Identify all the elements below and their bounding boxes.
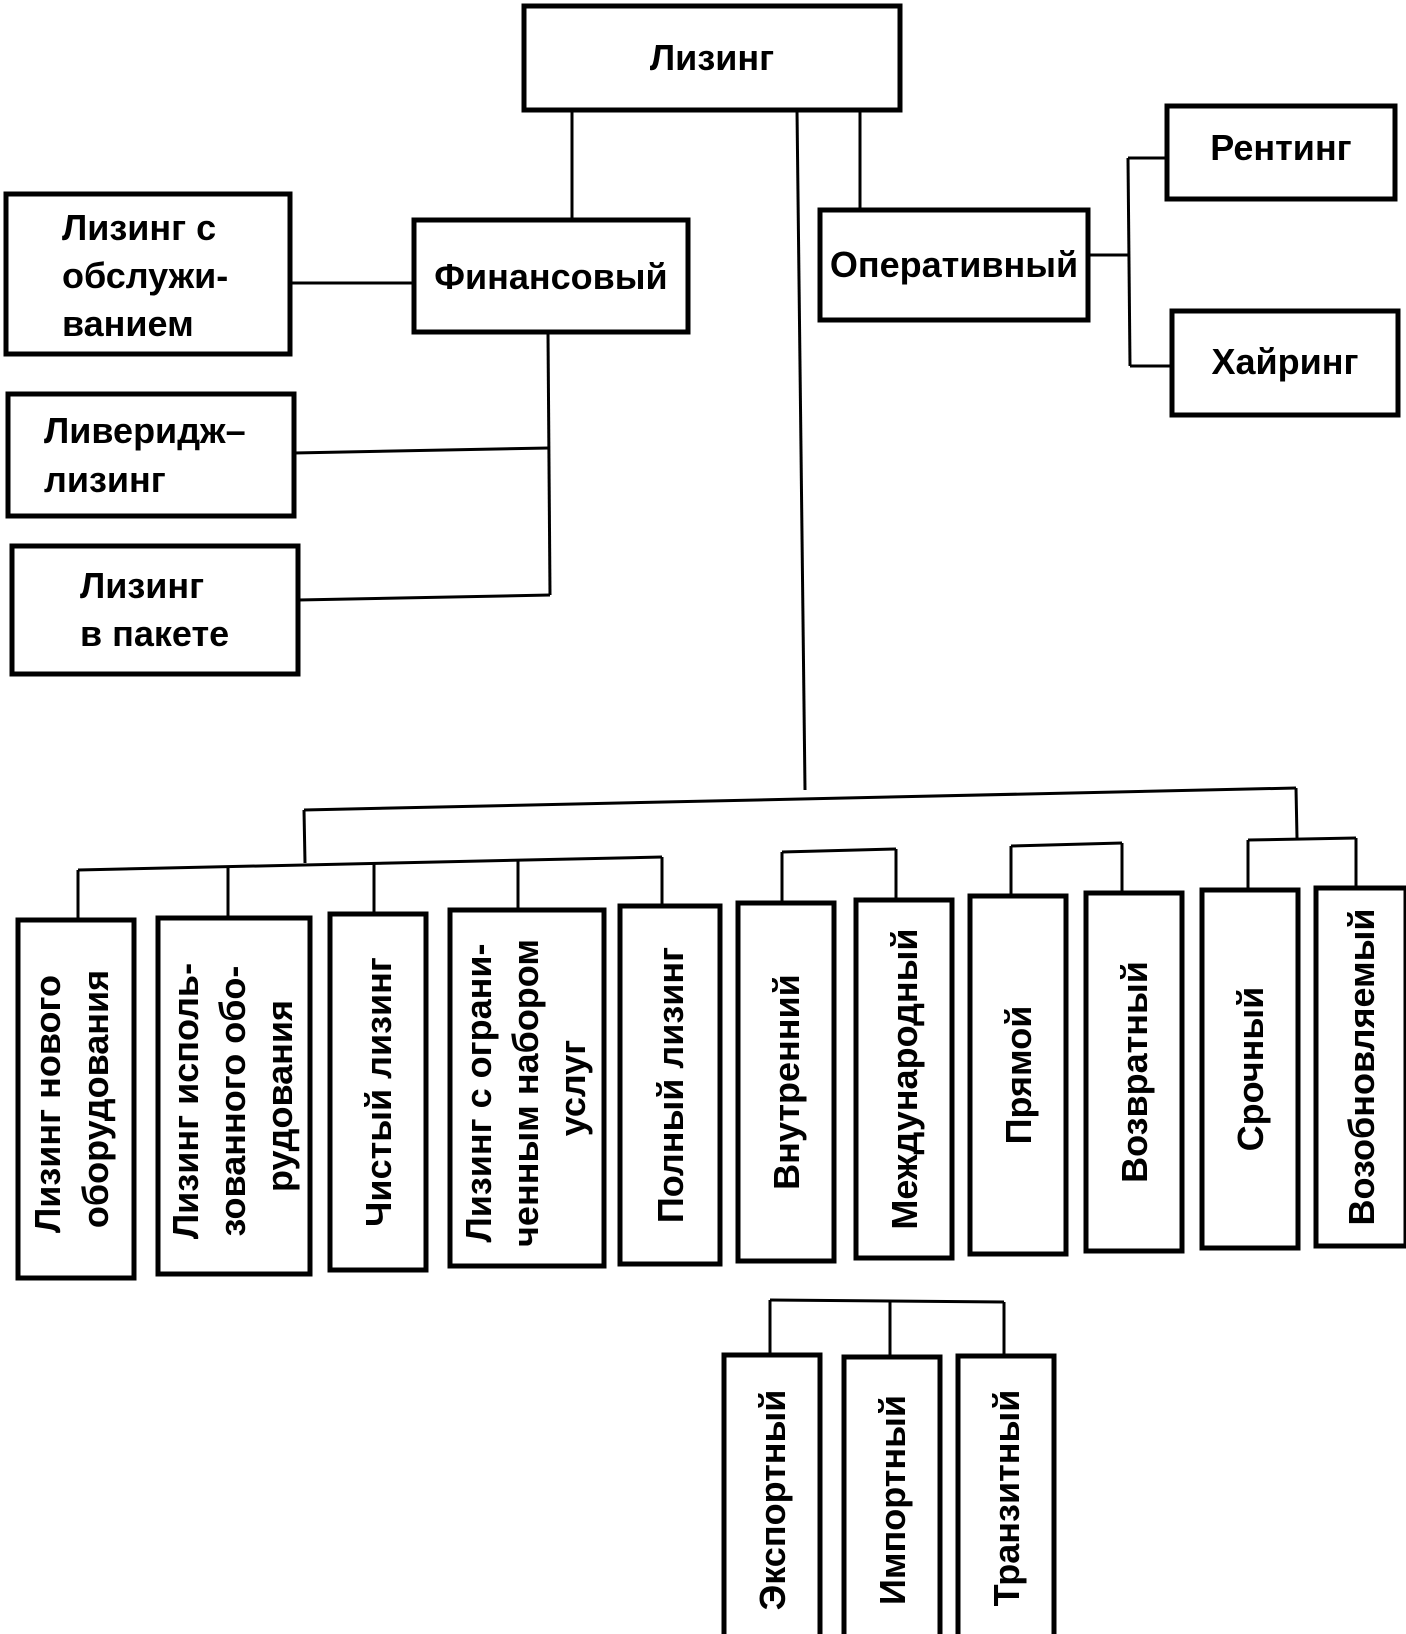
node-new-equipment-label: Лизинг нового оборудования — [27, 965, 116, 1233]
node-used-equipment-label: Лизинг исполь- зованного обо- рудования — [165, 953, 300, 1239]
bus-group-direct — [1010, 841, 1123, 848]
node-service-leasing-label: Лизинг с обслужи- ванием — [62, 207, 238, 344]
node-term: Срочный — [1199, 887, 1301, 1251]
node-limited-services: Лизинг с ограни- ченным набором услуг — [447, 907, 607, 1269]
node-service-leasing: Лизинг с обслужи- ванием — [3, 191, 293, 357]
bus-main-right-drop — [1294, 787, 1299, 839]
node-renewable-label: Возобновляемый — [1341, 908, 1382, 1225]
bus-group-territory — [781, 847, 897, 854]
node-import: Импортный — [841, 1354, 943, 1634]
connector-financial-package — [297, 593, 551, 602]
node-package-leasing-label: Лизинг в пакете — [80, 565, 229, 654]
connector-root-trunk — [795, 109, 807, 791]
bus-group-international — [769, 1298, 1005, 1304]
node-leverage-leasing: Ливеридж– лизинг — [5, 391, 297, 519]
node-package-leasing: Лизинг в пакете — [9, 543, 301, 677]
node-hiring-label: Хайринг — [1211, 341, 1358, 382]
node-international-label: Международный — [884, 928, 925, 1229]
connector-financial-trunk — [546, 332, 552, 596]
node-return: Возвратный — [1083, 890, 1185, 1254]
node-export: Экспортный — [721, 1352, 823, 1634]
connector-operational-vertical — [1126, 157, 1132, 367]
node-internal-label: Внутренний — [766, 974, 807, 1190]
node-net-leasing-label: Чистый лизинг — [358, 957, 399, 1227]
node-transit-label: Транзитный — [986, 1390, 1027, 1607]
node-leverage-leasing-label: Ливеридж– лизинг — [44, 410, 256, 500]
node-international: Международный — [853, 897, 955, 1261]
node-operational: Оперативный — [817, 207, 1091, 323]
node-transit: Транзитный — [955, 1353, 1057, 1634]
node-financial-label: Финансовый — [434, 256, 667, 297]
bus-group-equipment — [77, 855, 663, 872]
node-term-label: Срочный — [1230, 987, 1271, 1152]
node-import-label: Импортный — [872, 1395, 913, 1605]
connector-financial-leverage — [293, 446, 550, 455]
node-full-leasing-label: Полный лизинг — [650, 947, 691, 1223]
node-internal: Внутренний — [735, 900, 837, 1264]
node-net-leasing: Чистый лизинг — [327, 911, 429, 1273]
node-renting-label: Рентинг — [1210, 127, 1351, 168]
node-operational-label: Оперативный — [830, 244, 1078, 285]
node-root-label: Лизинг — [650, 37, 774, 78]
node-limited-services-label: Лизинг с ограни- ченным набором услуг — [458, 929, 593, 1247]
node-new-equipment: Лизинг нового оборудования — [15, 917, 137, 1281]
node-renewable: Возобновляемый — [1313, 885, 1406, 1249]
connectors — [76, 109, 1358, 1357]
bus-group-term — [1247, 836, 1357, 842]
node-full-leasing: Полный лизинг — [617, 903, 723, 1267]
node-used-equipment: Лизинг исполь- зованного обо- рудования — [155, 915, 313, 1277]
node-return-label: Возвратный — [1114, 961, 1155, 1183]
node-direct: Прямой — [967, 893, 1069, 1257]
bus-main — [303, 786, 1297, 812]
node-financial: Финансовый — [411, 217, 691, 335]
node-hiring: Хайринг — [1169, 308, 1401, 418]
node-direct-label: Прямой — [998, 1006, 1039, 1145]
bus-main-left-drop — [302, 809, 307, 864]
node-root: Лизинг — [521, 3, 903, 113]
node-export-label: Экспортный — [752, 1390, 793, 1611]
node-renting: Рентинг — [1164, 103, 1398, 202]
